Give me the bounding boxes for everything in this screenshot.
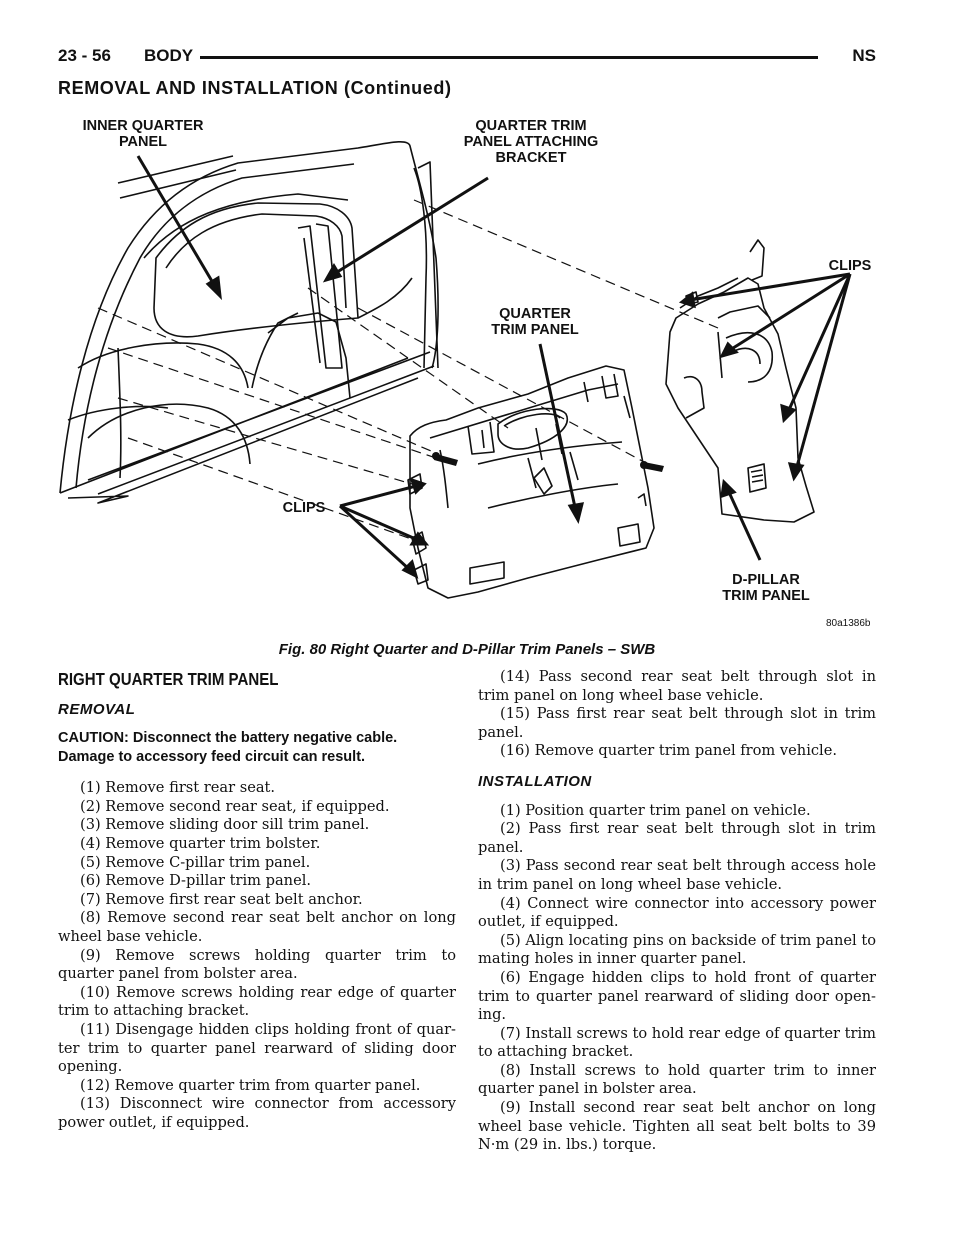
label-d-pillar-trim-panel: D-PILLAR TRIM PANEL	[722, 572, 810, 604]
removal-step: (11) Disengage hidden clips holding fron…	[58, 1020, 456, 1076]
removal-step: (8) Remove second rear seat belt anchor …	[58, 909, 456, 945]
installation-step: (8) Install screws to hold quarter trim …	[478, 1061, 876, 1098]
removal-step: (10) Remove screws holding rear edge of …	[58, 983, 456, 1020]
figure-id: 80a1386b	[826, 618, 871, 629]
removal-step: (9) Remove screws holding quarter trim t…	[58, 946, 456, 983]
installation-step: (1) Position quarter trim panel on vehic…	[500, 801, 811, 819]
figure-illustration: INNER QUARTER PANEL QUARTER TRIM PANEL A…	[58, 108, 880, 634]
removal-step: (5) Remove C-pillar trim panel.	[80, 853, 311, 871]
continued-title: REMOVAL AND INSTALLATION (Continued)	[58, 78, 452, 98]
removal-step: (4) Remove quarter trim bolster.	[80, 834, 321, 852]
section-title: RIGHT QUARTER TRIM PANEL	[58, 669, 279, 689]
removal-step: (15) Pass first rear seat belt through s…	[478, 705, 876, 741]
removal-step: (14) Pass second rear seat belt through …	[478, 668, 876, 704]
installation-step: (4) Connect wire connector into accessor…	[478, 894, 876, 931]
label-inner-quarter-panel: INNER QUARTER PANEL	[82, 118, 204, 150]
installation-step: (5) Align locating pins on backside of t…	[478, 931, 876, 968]
removal-step: (1) Remove first rear seat.	[80, 779, 276, 797]
model-code: NS	[852, 46, 876, 65]
installation-step: (7) Install screws to hold rear edge of …	[478, 1024, 876, 1061]
left-column: RIGHT QUARTER TRIM PANEL REMOVAL CAUTION…	[58, 668, 456, 1132]
installation-step: (6) Engage hidden clips to hold front of…	[478, 968, 876, 1024]
page-number: 23 - 56	[58, 46, 111, 65]
removal-step: (7) Remove first rear seat belt anchor.	[80, 890, 363, 908]
section-name: BODY	[144, 46, 194, 65]
removal-heading: REMOVAL	[58, 700, 136, 718]
label-attaching-bracket: QUARTER TRIM PANEL ATTACHING BRACKET	[463, 118, 599, 166]
installation-step: (3) Pass second rear seat belt through a…	[478, 857, 876, 893]
figure-caption: Fig. 80 Right Quarter and D-Pillar Trim …	[278, 641, 656, 658]
removal-step: (6) Remove D-pillar trim panel.	[80, 872, 312, 890]
header-rule	[200, 56, 818, 59]
caution-note: CAUTION: Disconnect the battery negative…	[58, 730, 398, 766]
installation-heading: INSTALLATION	[478, 772, 592, 790]
label-clips-left: CLIPS	[282, 500, 326, 516]
label-quarter-trim-panel: QUARTER TRIM PANEL	[491, 306, 579, 338]
installation-step: (9) Install second rear seat belt anchor…	[478, 1099, 876, 1154]
right-column: (14) Pass second rear seat belt through …	[478, 668, 876, 1155]
removal-step: (3) Remove sliding door sill trim panel.	[80, 816, 370, 834]
label-clips-right: CLIPS	[828, 258, 872, 274]
removal-step: (12) Remove quarter trim from quarter pa…	[80, 1076, 421, 1094]
removal-step: (13) Disconnect wire connector from acce…	[58, 1095, 456, 1131]
removal-step: (2) Remove second rear seat, if equipped…	[80, 797, 390, 815]
page-header: 23 - 56 BODY NS	[58, 44, 876, 70]
trim-panel-drawing	[59, 140, 852, 599]
removal-step: (16) Remove quarter trim panel from vehi…	[500, 742, 837, 760]
installation-step: (2) Pass first rear seat belt through sl…	[478, 820, 876, 856]
